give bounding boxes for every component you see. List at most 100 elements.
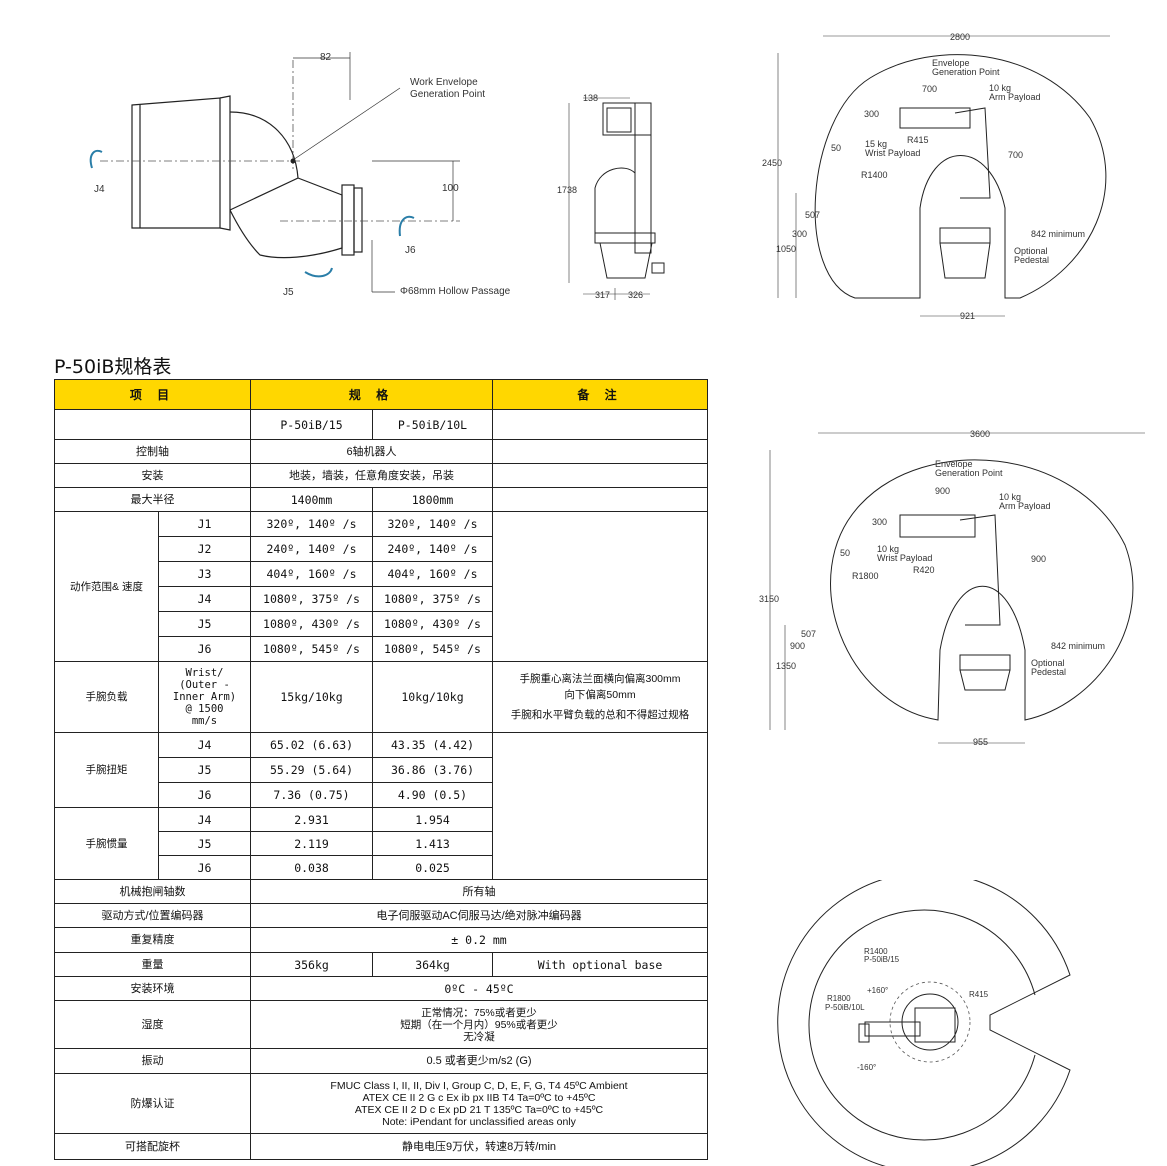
dim-100-label: 100	[442, 183, 459, 194]
spec-table: 项 目 规 格 备 注 P-50iB/15 P-50iB/10L 控制轴 6轴机…	[54, 379, 708, 1160]
j5-label: J5	[283, 287, 294, 298]
table-row: 重量 356kg 364kg With optional base	[54, 952, 708, 977]
wrist-load-note-2: 手腕和水平臂负载的总和不得超过规格	[510, 709, 690, 721]
header-spec: 规 格	[250, 379, 493, 410]
dim-1350-label: 1350	[776, 661, 796, 671]
optional-label: Optional	[1031, 658, 1065, 668]
dim-2800-label: 2800	[950, 32, 970, 42]
table-row: 手腕负载 Wrist/ (Outer - Inner Arm) @ 1500 m…	[54, 661, 708, 733]
pedestal-label: Pedestal	[1014, 255, 1049, 265]
table-row: 手腕惯量 J4 2.931 1.954	[54, 807, 708, 880]
motion-label: 动作范围& 速度	[54, 511, 159, 662]
table-row: J5 55.29 (5.64) 36.86 (3.76)	[55, 757, 708, 783]
dim-900r-label: 900	[1031, 554, 1046, 564]
wrist-detail-drawing: 82 Work Envelope Generation Point 100 J4…	[89, 52, 511, 298]
dim-138-label: 138	[583, 93, 598, 103]
table-row: 安装 地装，墙装，任意角度安装，吊装	[54, 463, 708, 488]
wrist-payload-kg-label: 10 kg	[877, 544, 899, 554]
r1800-label: R1800	[852, 571, 879, 581]
model-10l: P-50iB/10L	[372, 409, 493, 440]
optional-label: Optional	[1014, 246, 1048, 256]
dim-1050-label: 1050	[776, 244, 796, 254]
r1400-label: R1400	[861, 170, 888, 180]
dim-507-label: 507	[805, 210, 820, 220]
dim-955-label: 955	[973, 737, 988, 747]
dim-900v-label: 900	[790, 641, 805, 651]
wrist-payload-label: Wrist Payload	[877, 553, 932, 563]
work-envelope-15-drawing: 2800 2450 1050 507 300 921 700 700 300 5…	[762, 32, 1110, 321]
dim-900h-label: 900	[935, 486, 950, 496]
hollow-passage-label: Φ68mm Hollow Passage	[400, 286, 511, 297]
dim-700h-label: 700	[922, 84, 937, 94]
dim-82-label: 82	[320, 52, 332, 63]
top-view-drawing: R1400 P-50iB/15 R1800 P-50iB/10L +160° -…	[777, 880, 1071, 1166]
table-row: J6 1080º, 545º /s 1080º, 545º /s	[55, 636, 708, 662]
j4-rotation-icon	[89, 149, 103, 169]
table-header-row: 项 目 规 格 备 注	[54, 379, 708, 410]
r1800-label: R1800	[827, 994, 851, 1003]
table-row: 振动 0.5 或者更少m/s2 (G)	[54, 1048, 708, 1074]
dim-3600-label: 3600	[970, 429, 990, 439]
generation-point-label: Generation Point	[410, 89, 485, 100]
r1400-model-label: P-50iB/15	[864, 955, 900, 964]
work-envelope-10l-drawing: 3600 3150 1350 507 900 955 900 900 300 5…	[759, 429, 1145, 747]
envelope-label: Envelope	[932, 58, 970, 68]
r415-label: R415	[907, 135, 929, 145]
wrist-payload-kg-label: 15 kg	[865, 139, 887, 149]
header-item: 项 目	[54, 379, 251, 410]
dim-1738-label: 1738	[557, 185, 577, 195]
arm-payload-kg-label: 10 kg	[999, 492, 1021, 502]
spec-title: P-50iB规格表	[54, 356, 172, 378]
table-row: J6 7.36 (0.75) 4.90 (0.5)	[55, 782, 708, 808]
table-row: J5 2.119 1.413	[55, 831, 708, 856]
header-note: 备 注	[492, 379, 708, 410]
table-row: 湿度 正常情况：75%或者更少 短期（在一个月内）95%或者更少 无冷凝	[54, 1000, 708, 1049]
wrist-load-sub: Wrist/ (Outer - Inner Arm) @ 1500 mm/s	[158, 661, 251, 733]
model-15: P-50iB/15	[250, 409, 373, 440]
model-row: P-50iB/15 P-50iB/10L	[54, 409, 708, 440]
work-envelope-label: Work Envelope	[410, 77, 478, 88]
table-row: 安装环境 0ºC - 45ºC	[54, 976, 708, 1001]
dim-300v-label: 300	[792, 229, 807, 239]
dim-50-label: 50	[831, 143, 841, 153]
table-row: 手腕扭矩 J4 65.02 (6.63) 43.35 (4.42)	[54, 732, 708, 880]
dim-50-label: 50	[840, 548, 850, 558]
front-view-drawing: 138 1738 317 326	[557, 93, 665, 300]
table-row: 控制轴 6轴机器人	[54, 439, 708, 464]
table-row: 重复精度 ± 0.2 mm	[54, 927, 708, 953]
table-row: 动作范围& 速度 J1 320º, 140º /s 320º, 140º /s	[54, 511, 708, 662]
table-row: 最大半径 1400mm 1800mm	[54, 487, 708, 512]
table-row: 可搭配旋杯 静电电压9万伏，转速8万转/min	[54, 1133, 708, 1160]
dim-317-label: 317	[595, 290, 610, 300]
j6-label: J6	[405, 245, 416, 256]
dim-300h-label: 300	[864, 109, 879, 119]
arm-payload-label: Arm Payload	[989, 92, 1041, 102]
j6-rotation-icon	[398, 215, 415, 237]
pedestal-label: Pedestal	[1031, 667, 1066, 677]
table-row: 防爆认证 FMUC Class I, II, II, Div I, Group …	[54, 1073, 708, 1134]
table-row: J6 0.038 0.025	[55, 855, 708, 880]
r415-label: R415	[969, 990, 989, 999]
plus160-label: +160°	[867, 986, 888, 995]
r1400-label: R1400	[864, 947, 888, 956]
min-842-label: 842 minimum	[1031, 229, 1085, 239]
envelope-label: Envelope	[935, 459, 973, 469]
table-row: 机械抱闸轴数 所有轴	[54, 879, 708, 904]
arm-payload-kg-label: 10 kg	[989, 83, 1011, 93]
min-842-label: 842 minimum	[1051, 641, 1105, 651]
r1800-model-label: P-50iB/10L	[825, 1003, 865, 1012]
dim-300-label: 300	[872, 517, 887, 527]
table-row: 驱动方式/位置编码器 电子伺服驱动AC伺服马达/绝对脉冲编码器	[54, 903, 708, 928]
wrist-payload-label: Wrist Payload	[865, 148, 920, 158]
generation-point-label: Generation Point	[932, 67, 1000, 77]
arm-payload-label: Arm Payload	[999, 501, 1051, 511]
j4-label: J4	[94, 184, 105, 195]
dim-2450-label: 2450	[762, 158, 782, 168]
r420-label: R420	[913, 565, 935, 575]
generation-point-label: Generation Point	[935, 468, 1003, 478]
dim-700v-label: 700	[1008, 150, 1023, 160]
minus160-label: -160°	[857, 1063, 876, 1072]
wrist-load-note-1: 手腕重心离法兰面横向偏离300mm 向下偏离50mm	[519, 673, 681, 701]
j5-rotation-icon	[304, 267, 333, 278]
dim-3150-label: 3150	[759, 594, 779, 604]
